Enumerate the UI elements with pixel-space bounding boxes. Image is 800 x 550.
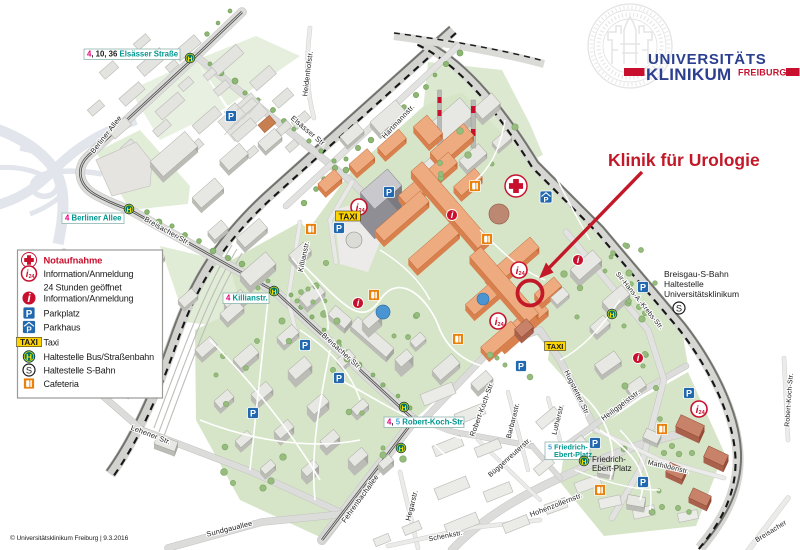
svg-text:P: P [336, 374, 342, 384]
svg-text:24: 24 [498, 322, 505, 328]
svg-text:S: S [676, 303, 682, 313]
svg-text:P: P [26, 325, 32, 334]
svg-text:H: H [127, 207, 132, 214]
svg-text:Haltestelle: Haltestelle [664, 279, 704, 289]
svg-text:P: P [640, 283, 646, 293]
svg-text:P: P [640, 478, 646, 488]
svg-text:H: H [402, 405, 407, 412]
svg-text:i: i [26, 269, 29, 280]
svg-text:P: P [26, 309, 33, 320]
svg-text:i: i [451, 210, 454, 220]
svg-text:Notaufnahme: Notaufnahme [44, 254, 103, 265]
svg-text:Universitätsklinikum: Universitätsklinikum [664, 289, 739, 299]
svg-text:Ebert-Platz: Ebert-Platz [592, 464, 632, 473]
svg-text:© Universitätsklinikum Freibur: © Universitätsklinikum Freiburg | 9.3.20… [10, 534, 129, 542]
svg-text:TAXI: TAXI [547, 342, 564, 351]
svg-text:P: P [386, 188, 392, 198]
svg-text:P: P [592, 439, 598, 449]
svg-text:24: 24 [359, 208, 366, 214]
svg-text:5 Friedrich-: 5 Friedrich- [548, 443, 588, 452]
svg-text:i: i [27, 291, 31, 305]
svg-text:i: i [356, 203, 360, 214]
svg-text:4 Berliner Allee: 4 Berliner Allee [65, 214, 122, 223]
svg-text:24 Stunden geöffnet: 24 Stunden geöffnet [44, 282, 123, 292]
svg-text:TAXI: TAXI [20, 338, 38, 347]
svg-text:Information/Anmeldung: Information/Anmeldung [44, 293, 134, 303]
svg-text:i: i [357, 298, 360, 308]
svg-text:i: i [637, 353, 640, 363]
svg-text:H: H [610, 312, 615, 319]
svg-text:H: H [272, 289, 277, 296]
svg-text:4, 5 Robert-Koch-Str.: 4, 5 Robert-Koch-Str. [387, 418, 465, 427]
svg-text:4, 10, 36 Elsässer Straße: 4, 10, 36 Elsässer Straße [87, 50, 179, 59]
svg-text:Breisgau-S-Bahn: Breisgau-S-Bahn [664, 269, 729, 279]
svg-text:UNIVERSITÄTS: UNIVERSITÄTS [648, 51, 766, 68]
svg-text:i: i [696, 405, 700, 416]
svg-text:H: H [188, 56, 193, 63]
svg-text:P: P [518, 362, 524, 372]
svg-text:Klinik für Urologie: Klinik für Urologie [608, 150, 760, 170]
svg-text:H: H [582, 459, 587, 466]
svg-text:24: 24 [699, 410, 706, 416]
svg-text:Parkplatz: Parkplatz [44, 308, 81, 318]
svg-text:Cafeteria: Cafeteria [44, 379, 79, 389]
svg-text:H: H [399, 446, 404, 453]
svg-text:24: 24 [519, 271, 526, 277]
svg-text:Haltestelle S-Bahn: Haltestelle S-Bahn [44, 365, 116, 375]
svg-text:P: P [228, 112, 234, 122]
svg-text:P: P [336, 224, 342, 234]
svg-text:P: P [302, 341, 308, 351]
svg-text:FREIBURG: FREIBURG [738, 68, 787, 78]
svg-text:i: i [516, 266, 520, 277]
svg-text:Taxi: Taxi [44, 337, 60, 347]
svg-text:Parkhaus: Parkhaus [44, 322, 81, 332]
svg-text:H: H [26, 353, 32, 362]
svg-text:Information/Anmeldung: Information/Anmeldung [44, 269, 134, 279]
svg-text:KLINIKUM: KLINIKUM [646, 65, 732, 84]
svg-text:P: P [686, 389, 692, 399]
svg-text:4 Killianstr.: 4 Killianstr. [226, 294, 268, 303]
svg-text:i: i [495, 317, 499, 328]
svg-text:24: 24 [29, 274, 35, 280]
svg-text:S: S [26, 365, 32, 375]
svg-text:Ebert-Platz: Ebert-Platz [554, 450, 592, 459]
svg-text:Friedrich-: Friedrich- [592, 455, 626, 464]
svg-text:P: P [544, 195, 549, 204]
svg-text:Haltestelle Bus/Straßenbahn: Haltestelle Bus/Straßenbahn [44, 352, 155, 362]
svg-text:TAXI: TAXI [339, 211, 358, 221]
svg-text:i: i [577, 255, 580, 265]
svg-text:P: P [250, 409, 256, 419]
